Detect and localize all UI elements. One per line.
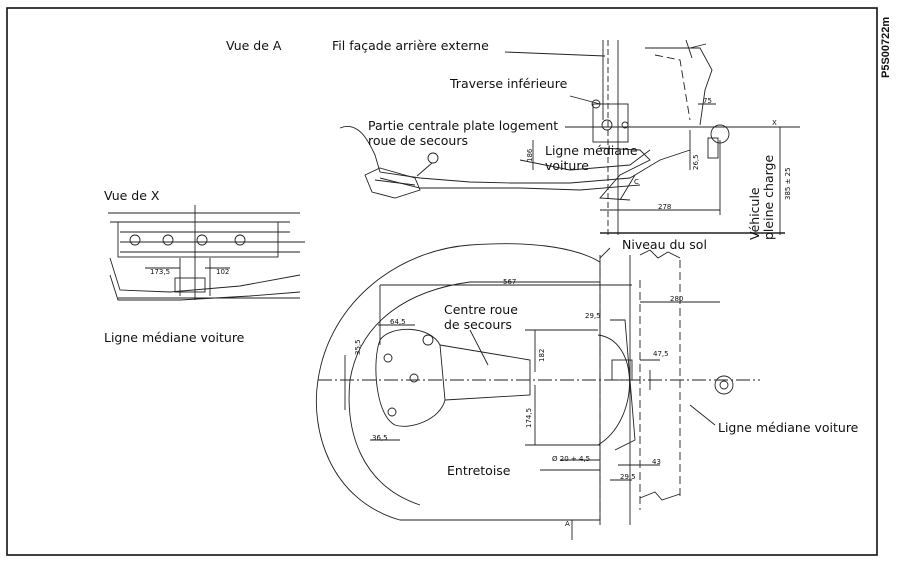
label-centre-roue-1: Centre roue [444,302,518,317]
dim-36-5: 36,5 [372,434,388,442]
label-traverse: Traverse inférieure [450,76,568,91]
dim-173-5: 173,5 [150,268,171,276]
label-vue-de-a: Vue de A [226,38,282,53]
dim-43: 43 [652,458,661,466]
label-ligne-mediane-top-2: voiture [545,158,589,173]
dim-278: 278 [658,203,672,211]
label-vue-de-x: Vue de X [104,188,160,203]
side-view-x-drawing [108,205,305,301]
dim-102: 102 [216,268,230,276]
dim-c: C [634,178,639,186]
label-vehicule-2: pleine charge [761,154,776,240]
dim-64-5: 64,5 [390,318,406,326]
label-fil-facade: Fil façade arrière externe [332,38,489,53]
dim-47-5: 47,5 [653,350,669,358]
top-view-drawing [339,39,800,235]
dim-75: 75 [703,97,712,105]
label-ligne-mediane-top-1: Ligne médiane [545,143,638,158]
dim-diameter: Ø 20 + 4,5 [552,455,591,463]
dim-280: 280 [670,295,684,303]
dim-a: A [565,520,570,528]
label-vehicule: Véhicule pleine charge [747,154,776,240]
dim-567: 567 [503,278,517,286]
label-niveau-sol: Niveau du sol [622,237,707,252]
dim-182: 182 [538,348,546,362]
label-partie-centrale-2: roue de secours [368,133,468,148]
dim-385: 385 ± 25 [784,167,792,200]
label-partie-centrale-1: Partie centrale plate logement [368,118,559,133]
dim-x: X [772,119,777,127]
reference-code: P5S00722m [880,16,892,78]
dim-35-5: 35,5 [354,339,362,355]
label-entretoise: Entretoise [447,463,511,478]
dim-29-5-a: 29,5 [620,473,636,481]
label-vehicule-1: Véhicule [747,187,762,240]
dim-174-5: 174,5 [525,407,533,428]
dim-186: 186 [526,148,534,162]
plan-view-drawing [315,243,760,540]
drawing-border [6,7,878,556]
label-centre-roue-2: de secours [444,317,512,332]
dim-26-5: 26,5 [692,154,700,170]
label-ligne-mediane-left: Ligne médiane voiture [104,330,245,345]
dim-29-5-b: 29,5 [585,312,601,320]
label-ligne-mediane-right: Ligne médiane voiture [718,420,859,435]
